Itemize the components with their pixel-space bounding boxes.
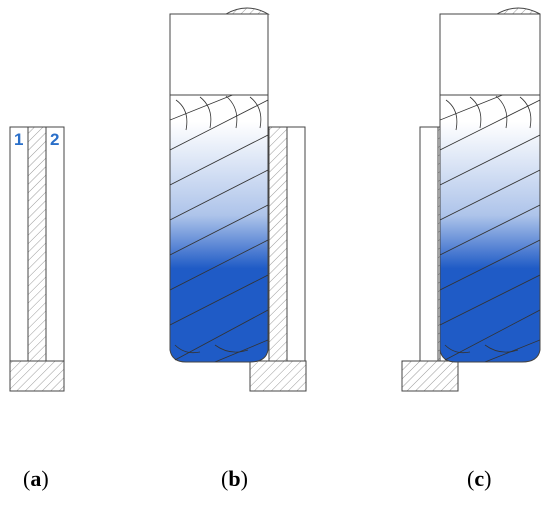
panel-label-b: (b): [221, 466, 248, 492]
panel-label-c: (c): [467, 466, 491, 492]
panel-label-b-letter: b: [228, 466, 241, 491]
panel-label-b-close: ): [240, 466, 248, 491]
panel-label-a-close: ): [41, 466, 49, 491]
end-mill-b-flutes: [170, 95, 268, 362]
end-mill-c-flutes: [440, 95, 540, 362]
panel-label-a: (a): [23, 466, 49, 492]
panel-label-a-open: (: [23, 466, 31, 491]
part-a-wall-2-blank: [45, 126, 65, 362]
part-b-wall: [268, 126, 288, 362]
end-mill-b: [169, 7, 270, 363]
end-mill-b-shank-section: [224, 7, 270, 15]
part-b-wall-blank: [286, 126, 306, 362]
end-mill-b-body: [169, 94, 269, 363]
part-c: [401, 126, 459, 392]
part-a: [9, 126, 65, 392]
end-mill-c: [439, 7, 541, 363]
end-mill-c-shank-section: [495, 7, 541, 15]
panel-label-a-letter: a: [30, 466, 42, 491]
part-b-base: [249, 360, 307, 392]
end-mill-c-shank: [439, 13, 541, 96]
panel-label-c-letter: c: [474, 466, 485, 491]
part-a-wall-1-blank: [9, 126, 29, 362]
part-a-center-wall: [27, 126, 47, 362]
end-mill-b-shank: [169, 13, 269, 96]
part-c-base: [401, 360, 459, 392]
wall-2-label: 2: [50, 130, 60, 149]
panel-label-c-close: ): [484, 466, 492, 491]
panel-label-b-open: (: [221, 466, 229, 491]
part-c-wall-blank: [419, 126, 439, 362]
panel-label-c-open: (: [467, 466, 475, 491]
part-b: [249, 126, 307, 392]
end-mill-c-body: [439, 94, 541, 363]
wall-1-label: 1: [14, 130, 24, 149]
part-a-base: [9, 360, 65, 392]
